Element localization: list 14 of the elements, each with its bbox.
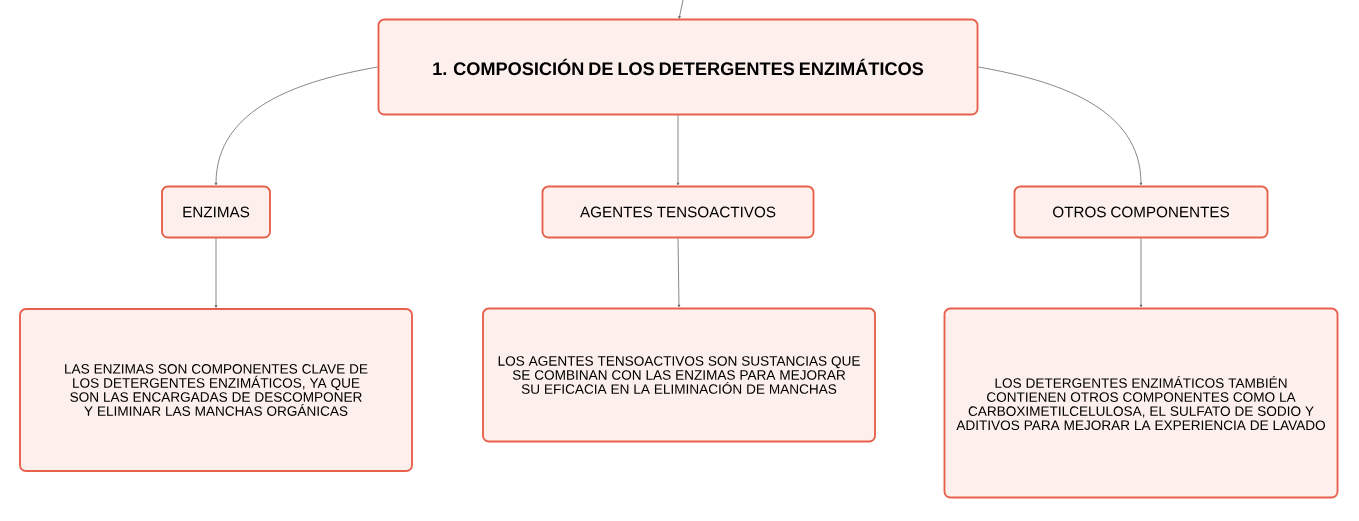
arrow: [214, 66, 378, 186]
arrow: [676, 115, 680, 186]
arrow: [1139, 238, 1143, 308]
description-box: LAS ENZIMAS SON COMPONENTES CLAVE DE LOS DETERGENTES ENZIMÁTICOS, YA QUE SON LAS ENCARGADAS DE DESCOMPONER Y ELIMINAR LAS MANCHAS ORGÁNICAS: [19, 308, 413, 472]
topic-box: AGENTES TENSOACTIVOS: [541, 185, 815, 239]
description-box: LOS DETERGENTES ENZIMÁTICOS TAMBIÉN CONTIENEN OTROS COMPONENTES COMO LA CARBOXIMETILCELULOSA, EL SULFATO DE SODIO Y ADITIVOS PARA MEJORAR LA EXPERIENCIA DE LAVADO: [943, 307, 1339, 499]
arrow: [978, 66, 1143, 186]
topic-box: OTROS COMPONENTES: [1013, 185, 1269, 239]
title-box: 1. COMPOSICIÓN DE LOS DETERGENTES ENZIMÁTICOS: [377, 18, 979, 116]
arrow: [677, 238, 681, 308]
topic-box: ENZIMAS: [161, 185, 271, 239]
arrow: [678, 0, 684, 19]
description-box: LOS AGENTES TENSOACTIVOS SON SUSTANCIAS QUE SE COMBINAN CON LAS ENZIMAS PARA MEJORAR SU EFICACIA EN LA ELIMINACIÓN DE MANCHAS: [482, 307, 876, 443]
arrow: [214, 238, 218, 308]
